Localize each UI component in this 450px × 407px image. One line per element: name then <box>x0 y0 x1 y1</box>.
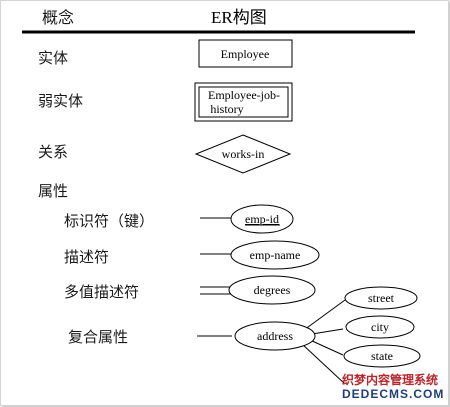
multivalued-ellipse <box>228 275 316 305</box>
header-er-diagram: ER构图 <box>211 8 267 27</box>
multivalued-shape-text: degrees <box>254 283 291 297</box>
weak-entity-text-line2: history <box>210 102 243 116</box>
entity-label: 实体 <box>38 49 68 67</box>
descriptor-ellipse <box>230 240 320 270</box>
identifier-ellipse <box>230 204 294 234</box>
composite-city-edge <box>311 328 344 335</box>
weak-entity-text-line1: Employee-job- <box>208 88 280 102</box>
watermark-line1: 织梦内容管理系统 <box>342 372 438 387</box>
child-city-text: city <box>371 320 389 334</box>
relationship-shape-text: works-in <box>222 147 265 161</box>
entity-shape-text: Employee <box>221 47 270 61</box>
entity-rectangle <box>198 39 293 68</box>
relationship-diamond <box>194 134 292 174</box>
weak-entity-label: 弱实体 <box>38 92 83 110</box>
child-street-text: street <box>368 291 395 305</box>
child-street-ellipse <box>344 286 418 310</box>
relationship-label: 关系 <box>38 143 68 161</box>
identifier-label: 标识符（键） <box>64 212 154 230</box>
attribute-label: 属性 <box>38 182 68 200</box>
composite-ellipse <box>234 321 316 351</box>
composite-state-edge <box>309 339 344 356</box>
descriptor-shape-text: emp-name <box>250 248 301 262</box>
composite-shape-text: address <box>257 329 293 343</box>
identifier-shape-text: emp-id <box>245 212 279 226</box>
composite-label: 复合属性 <box>68 328 128 346</box>
descriptor-label: 描述符 <box>64 248 109 266</box>
child-city-ellipse <box>345 315 415 339</box>
child-state-ellipse <box>343 344 421 368</box>
multivalued-label: 多值描述符 <box>64 283 139 301</box>
weak-entity-inner-rectangle <box>198 86 289 118</box>
composite-extra-edge <box>301 343 346 385</box>
composite-street-edge <box>303 299 346 331</box>
header-concept: 概念 <box>42 8 74 27</box>
watermark-line2: DEDECMS.COM <box>342 387 444 401</box>
child-state-text: state <box>371 349 393 363</box>
